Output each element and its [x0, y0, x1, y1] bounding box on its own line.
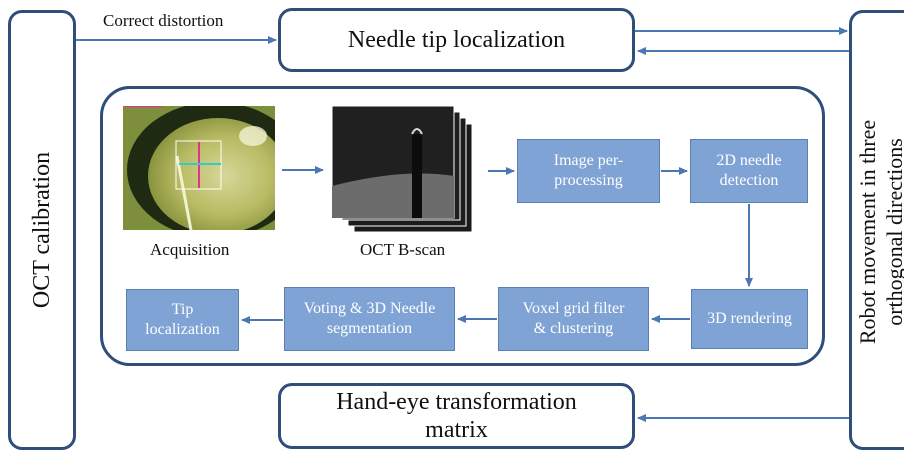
- step-voxel-grid-filter: Voxel grid filter & clustering: [498, 287, 649, 351]
- acquisition-microscope-picture: [123, 106, 275, 230]
- step-voting-segmentation-line-1: Voting & 3D Needle: [303, 300, 436, 317]
- step-2d-needle-detection: 2D needle detection: [690, 139, 808, 203]
- step-3d-rendering-label: 3D rendering: [707, 310, 792, 327]
- hand-eye-line-1: Hand-eye transformation: [336, 389, 577, 415]
- step-tip-localization-line-1: Tip: [171, 301, 194, 318]
- step-tip-localization: Tip localization: [126, 289, 239, 351]
- robot-movement-box: [849, 10, 904, 450]
- step-2d-needle-detection-line-2: detection: [719, 172, 779, 189]
- correct-distortion-label: Correct distortion: [103, 11, 224, 30]
- acquisition-caption: Acquisition: [150, 240, 230, 259]
- oct-calibration-box: [8, 10, 76, 450]
- step-image-preprocessing: Image per- processing: [517, 139, 660, 203]
- step-voting-segmentation-line-2: segmentation: [326, 320, 413, 337]
- needle-tip-localization-label: Needle tip localization: [347, 26, 566, 53]
- step-image-preprocessing-line-2: processing: [554, 172, 623, 189]
- step-tip-localization-line-2: localization: [145, 321, 220, 338]
- step-image-preprocessing-line-1: Image per-: [553, 152, 624, 169]
- needle-tip-localization-box: Needle tip localization: [278, 8, 635, 72]
- hand-eye-line-2: matrix: [425, 417, 488, 443]
- step-voxel-grid-filter-line-1: Voxel grid filter: [522, 300, 625, 317]
- step-voting-segmentation: Voting & 3D Needle segmentation: [284, 287, 455, 351]
- step-3d-rendering: 3D rendering: [691, 289, 808, 349]
- oct-bscan-picture: [331, 105, 473, 233]
- step-2d-needle-detection-line-1: 2D needle: [716, 152, 782, 169]
- oct-bscan-stack: [331, 105, 484, 236]
- step-voxel-grid-filter-line-2: & clustering: [533, 320, 614, 337]
- oct-bscan-caption: OCT B-scan: [360, 240, 446, 259]
- acquisition-image: [123, 106, 275, 230]
- hand-eye-transformation-box: Hand-eye transformation matrix: [278, 383, 635, 449]
